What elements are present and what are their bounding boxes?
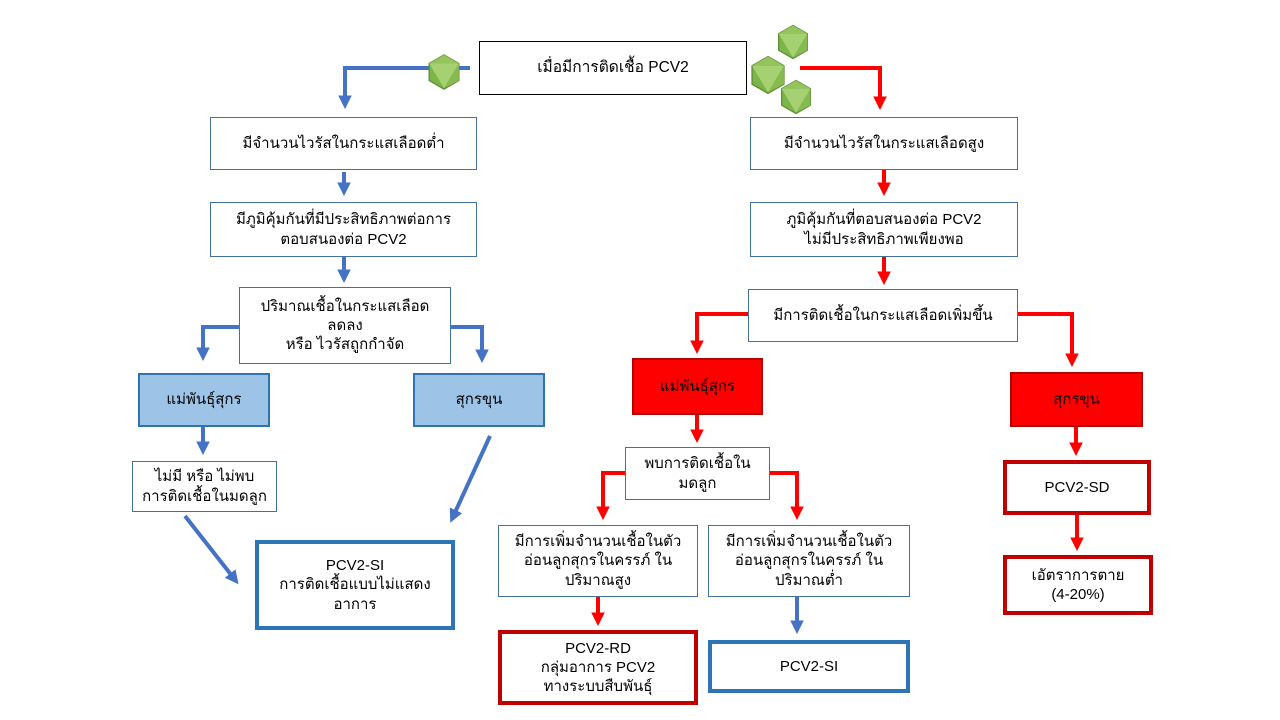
node-sow-red: แม่พันธุ์สุกร [632,358,763,415]
arrow-clearance-to-sow [196,325,240,362]
node-fattener-blue: สุกรขุน [413,373,545,427]
node-pcv2-rd: PCV2-RD กลุ่มอาการ PCV2 ทางระบบสืบพันธุ์ [498,630,698,705]
node-uterine-infection: พบการติดเชื้อใน มดลูก [625,447,770,500]
node-sow-blue: แม่พันธุ์สุกร [138,373,270,427]
arrow-title-to-low-viremia [338,66,470,110]
virus-icon [781,79,811,115]
arrow-clearance-to-fattener [450,325,489,364]
arrow-diag-to-pcv2si [183,514,239,585]
arrow-uterine-to-fetal-low [770,471,804,521]
node-no-uterine-infection: ไม่มี หรือ ไม่พบ การติดเชื้อในมดลูก [132,461,277,512]
node-effective-immunity: มีภูมิคุ้มกันที่มีประสิทธิภาพต่อการ ตอบส… [210,202,477,257]
arrow-fattener-diag-to-pcv2si [449,435,492,523]
node-fetal-high: มีการเพิ่มจำนวนเชื้อในตัว อ่อนลูกสุกรในค… [498,525,698,597]
virus-icon [428,54,460,90]
node-title: เมื่อมีการติดเชื้อ PCV2 [479,41,747,95]
node-fattener-red: สุกรขุน [1010,372,1143,427]
virus-icon [778,24,808,60]
arrow-uterine-to-fetal-high [596,471,625,521]
node-high-viremia: มีจำนวนไวรัสในกระแสเลือดสูง [750,117,1018,170]
node-pcv2-si-main: PCV2-SI การติดเชื้อแบบไม่แสดง อาการ [255,540,455,630]
node-increased-viremia: มีการติดเชื้อในกระแสเลือดเพิ่มขึ้น [748,289,1018,342]
node-viral-clearance: ปริมาณเชื้อในกระแสเลือด ลดลง หรือ ไวรัสถ… [239,287,451,364]
node-mortality: เอัตราการตาย (4-20%) [1003,555,1153,615]
node-pcv2-sd: PCV2-SD [1003,460,1151,515]
arrow-viremia-to-fattener-red [1018,312,1079,368]
arrow-viremia-to-sow-red [690,312,748,355]
node-insufficient-immunity: ภูมิคุ้มกันที่ตอบสนองต่อ PCV2 ไม่มีประสิ… [750,202,1018,257]
node-pcv2-si-small: PCV2-SI [708,640,910,693]
node-fetal-low: มีการเพิ่มจำนวนเชื้อในตัว อ่อนลูกสุกรในค… [708,525,910,597]
arrow-title-to-high-viremia [800,66,887,111]
virus-icon [751,55,785,95]
node-low-viremia: มีจำนวนไวรัสในกระแสเลือดต่ำ [210,117,477,170]
